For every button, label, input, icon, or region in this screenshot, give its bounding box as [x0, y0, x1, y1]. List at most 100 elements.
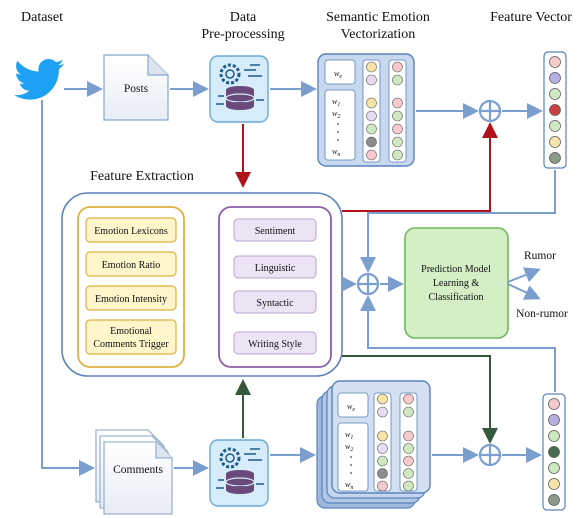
header-feature-extraction: Feature Extraction — [90, 169, 194, 184]
vector-dot — [548, 478, 560, 490]
text-feature-label: Writing Style — [248, 339, 302, 350]
flow-arrows — [41, 81, 556, 476]
feature-vector-top — [543, 51, 567, 169]
header-vectorization-line1: Semantic Emotion — [326, 10, 430, 25]
vector-dot — [403, 393, 414, 405]
vector-dot — [377, 480, 388, 492]
header-vectorization-line2: Vectorization — [341, 27, 416, 42]
red-arrows — [235, 122, 498, 212]
feature-vector-bottom — [542, 393, 566, 511]
emotion-feature-label: Emotion Lexicons — [94, 226, 168, 237]
vector-dot — [366, 97, 377, 109]
svg-text:w2: w2 — [345, 442, 353, 453]
output-non-rumor: Non-rumor — [516, 308, 568, 320]
emotion-feature-item: Emotion Ratio — [85, 251, 177, 277]
svg-text:w1: w1 — [332, 97, 340, 108]
document-stack-icon — [95, 429, 173, 515]
fusion-node-middle — [356, 272, 380, 296]
vector-dot — [549, 120, 561, 132]
posts-document: Posts — [103, 54, 169, 121]
vector-dot — [392, 74, 403, 86]
vector-dot — [549, 104, 561, 116]
semantic-vector-panel-comments: we w1 w2 wn — [316, 380, 431, 509]
vector-dot — [377, 455, 388, 467]
text-feature-item: Writing Style — [233, 331, 317, 355]
vector-dot — [403, 480, 414, 492]
vector-dot — [377, 443, 388, 454]
fusion-node-top — [478, 99, 502, 123]
vector-dot — [366, 149, 377, 161]
posts-label: Posts — [124, 83, 149, 95]
vector-dot — [392, 97, 403, 109]
header-preprocessing-line2: Pre-processing — [201, 27, 284, 42]
emotion-feature-item: Emotion Intensity — [85, 285, 177, 311]
vector-dot — [548, 398, 560, 410]
svg-text:we: we — [334, 69, 342, 80]
vector-dot — [366, 136, 377, 148]
vector-dot — [366, 61, 377, 73]
vector-dot — [392, 61, 403, 73]
vector-dot — [548, 414, 560, 426]
gear-database-icon — [209, 439, 269, 507]
vector-dot — [377, 430, 388, 442]
vector-dot — [549, 56, 561, 68]
vector-dot — [377, 406, 388, 418]
emotion-feature-item: Emotion Lexicons — [85, 217, 177, 243]
emotion-feature-label: Emotion Intensity — [95, 294, 167, 305]
svg-text:w2: w2 — [332, 109, 340, 120]
vector-dot — [548, 494, 560, 506]
header-preprocessing-line1: Data — [230, 10, 257, 25]
vector-dot — [377, 468, 388, 479]
vector-dot — [403, 468, 414, 479]
header-dataset: Dataset — [21, 10, 63, 25]
prediction-line1: Prediction Model — [421, 264, 491, 275]
vector-dot — [366, 123, 377, 135]
twitter-bird-icon — [14, 59, 65, 100]
vector-dot — [548, 462, 560, 474]
svg-text:wn: wn — [332, 147, 340, 158]
emotion-feature-label: Emotional — [110, 326, 152, 337]
gear-database-icon — [209, 55, 269, 123]
comments-document-stack: Comments — [95, 429, 173, 515]
fusion-node-bottom — [478, 443, 502, 467]
text-feature-item: Syntactic — [233, 290, 317, 314]
vector-dot — [366, 110, 377, 122]
text-features-panel — [218, 206, 332, 368]
svg-text:w1: w1 — [345, 430, 353, 441]
prediction-line3: Classification — [429, 292, 484, 303]
semantic-vector-panel-posts: we w1 w2 wn — [317, 53, 415, 167]
prediction-line2: Learning & — [433, 278, 480, 289]
vector-dot — [549, 72, 561, 84]
text-feature-item: Sentiment — [233, 218, 317, 242]
header-feature-vector: Feature Vector — [490, 10, 572, 25]
text-feature-item: Linguistic — [233, 255, 317, 279]
text-feature-label: Linguistic — [255, 263, 296, 274]
prediction-model-box: Prediction Model Learning & Classificati… — [404, 227, 509, 339]
vector-dot — [403, 406, 414, 418]
vector-dot — [549, 136, 561, 148]
vector-dot — [403, 455, 414, 467]
vector-dot — [549, 88, 561, 100]
vector-dot — [392, 149, 403, 161]
vector-dot — [548, 446, 560, 458]
vector-dot — [403, 443, 414, 454]
green-arrows — [235, 355, 498, 444]
vector-dot — [392, 136, 403, 148]
emotion-feature-label: Emotion Ratio — [102, 260, 161, 271]
vector-dot — [392, 110, 403, 122]
vector-dot — [366, 74, 377, 86]
text-feature-label: Sentiment — [255, 226, 296, 237]
output-rumor: Rumor — [524, 250, 556, 262]
emotion-feature-label: Comments Trigger — [93, 339, 169, 350]
vector-dot — [392, 123, 403, 135]
svg-text:we: we — [347, 402, 355, 413]
vector-dot — [548, 430, 560, 442]
vector-dot — [549, 152, 561, 164]
vector-dot — [377, 393, 388, 405]
text-feature-label: Syntactic — [256, 298, 294, 309]
comments-label: Comments — [113, 464, 163, 476]
vector-dot — [403, 430, 414, 442]
